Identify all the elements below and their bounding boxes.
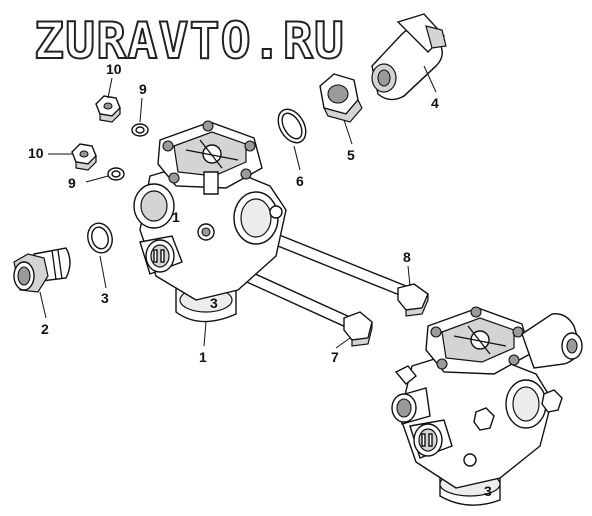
callout-9-lower: 9: [68, 175, 76, 191]
callout-4: 4: [431, 95, 439, 111]
callout-9-upper: 9: [139, 81, 147, 97]
casting-mark-1: 1: [172, 209, 180, 225]
part-9-washer-lower: [107, 167, 125, 181]
callout-1: 1: [199, 349, 207, 365]
callouts: 1 2 3 4 5 6 7 8 9 9 10 10: [28, 61, 439, 365]
callout-10-upper: 10: [106, 61, 122, 77]
callout-7: 7: [331, 349, 339, 365]
assembled-casting-mark-3: 3: [484, 483, 492, 499]
casting-mark-3: 3: [210, 295, 218, 311]
assembled-valve: 3: [391, 306, 583, 506]
callout-3: 3: [101, 290, 109, 306]
callout-2: 2: [41, 321, 49, 337]
part-1-valve-body: 1 3: [133, 120, 287, 323]
part-10-nut-upper: [95, 95, 121, 123]
callout-6: 6: [296, 173, 304, 189]
part-2-fitting: [13, 247, 71, 293]
part-3-o-ring: [87, 222, 113, 254]
leader-lines: [39, 65, 437, 349]
part-6-o-ring: [277, 108, 307, 144]
callout-8: 8: [403, 249, 411, 265]
watermark-text: ZURAVTO.RU: [34, 12, 345, 70]
part-5-hex-nut: [319, 73, 363, 123]
part-9-washer-upper: [131, 123, 149, 137]
part-8-bolt: [257, 227, 429, 317]
callout-10-lower: 10: [28, 145, 44, 161]
part-10-nut-lower: [71, 143, 97, 171]
part-4-connector: [371, 13, 447, 101]
callout-5: 5: [347, 147, 355, 163]
